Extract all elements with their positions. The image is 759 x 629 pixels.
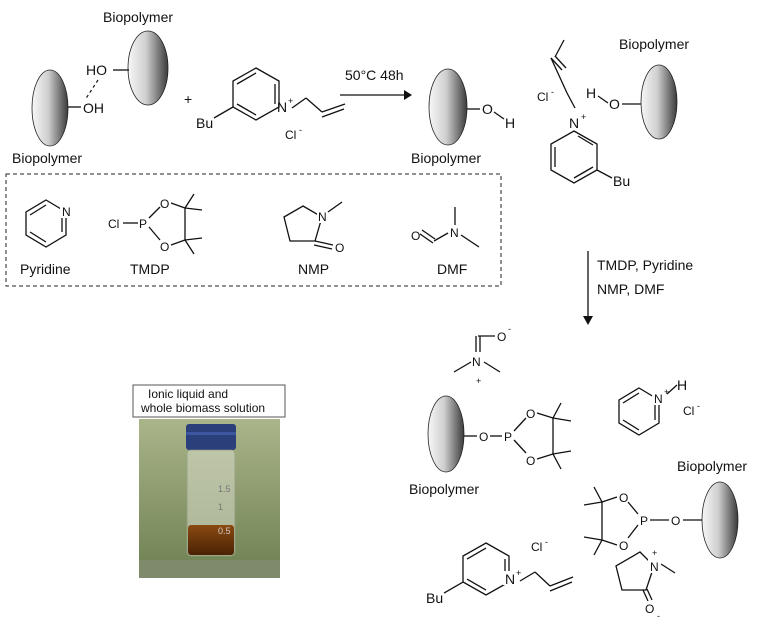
biopolymer-label: Biopolymer bbox=[411, 150, 481, 166]
reagent-box bbox=[5, 173, 502, 287]
ho-label: HO bbox=[86, 62, 107, 78]
o-label: O bbox=[411, 229, 420, 243]
n-label: N bbox=[450, 226, 459, 240]
pyridinium-chloride: N + H Cl - bbox=[618, 377, 700, 436]
h-label: H bbox=[586, 85, 596, 101]
o-minus-label: O bbox=[645, 602, 654, 616]
vial-graduation: 1 bbox=[218, 502, 223, 512]
biopolymer-ellipse bbox=[427, 395, 465, 473]
cl-label: Cl bbox=[108, 217, 119, 231]
phosphitylated-biopolymer: O P O O Biopolymer bbox=[409, 395, 572, 497]
biomass-solution-photo: Ionic liquid and whole biomass solution … bbox=[132, 384, 286, 578]
biopolymer-label: Biopolymer bbox=[619, 36, 689, 52]
o-label: O bbox=[526, 454, 535, 468]
o-label: O bbox=[619, 539, 628, 553]
n-label: N bbox=[472, 355, 481, 369]
o-label: O bbox=[609, 96, 620, 112]
charge-label: + bbox=[652, 548, 657, 558]
vial-liquid bbox=[188, 525, 234, 555]
reagent-name-dmf: DMF bbox=[437, 261, 467, 277]
condition-2-line1: TMDP, Pyridine bbox=[597, 257, 693, 273]
n-label: N bbox=[62, 205, 71, 219]
biopolymer-ellipse bbox=[701, 481, 739, 559]
biopolymer-ellipse bbox=[640, 64, 678, 140]
condition-1: 50°C 48h bbox=[345, 67, 404, 83]
charge-label: - bbox=[657, 611, 660, 621]
reagent-name-nmp: NMP bbox=[298, 261, 329, 277]
bu-label: Bu bbox=[613, 173, 630, 189]
o-label: O bbox=[497, 330, 506, 344]
p-label: P bbox=[139, 217, 147, 231]
nmp-structure: N O NMP bbox=[283, 201, 344, 277]
biopolymer-ellipse bbox=[428, 68, 468, 146]
o-label: O bbox=[335, 241, 344, 255]
biopolymer-oh: O H Biopolymer bbox=[411, 68, 515, 166]
charge-label: - bbox=[545, 537, 548, 547]
o-label: O bbox=[671, 514, 680, 528]
reagent-name-tmdp: TMDP bbox=[130, 261, 170, 277]
biopolymer-label: Biopolymer bbox=[103, 9, 173, 25]
biopolymer-oh: Biopolymer H O bbox=[586, 36, 689, 140]
vial-cap bbox=[186, 424, 236, 450]
photo-caption-line1: Ionic liquid and bbox=[148, 387, 228, 401]
p-label: P bbox=[640, 514, 648, 528]
charge-label: + bbox=[288, 96, 293, 106]
o-label: O bbox=[482, 101, 493, 117]
n-plus-label: N bbox=[277, 99, 287, 115]
h-label: H bbox=[677, 377, 687, 393]
plus-sign: + bbox=[184, 91, 192, 107]
h-label: H bbox=[505, 115, 515, 131]
dmf-structure: O N DMF bbox=[411, 207, 480, 277]
biopolymer-ellipse bbox=[127, 30, 169, 106]
chloride-label: Cl bbox=[683, 404, 694, 418]
chloride-label: Cl bbox=[285, 128, 296, 142]
iminium-intermediate: O - N + bbox=[453, 324, 511, 386]
phosphitylated-biopolymer: Biopolymer O P O O bbox=[583, 458, 747, 559]
charge-label: + bbox=[581, 112, 586, 122]
charge-label: + bbox=[516, 568, 521, 578]
reagent-name-pyridine: Pyridine bbox=[20, 261, 71, 277]
chloride-label: Cl bbox=[537, 90, 548, 104]
bu-label: Bu bbox=[426, 590, 443, 606]
biopolymer-label: Biopolymer bbox=[409, 481, 479, 497]
biopolymer-ellipse bbox=[31, 69, 69, 147]
o-label: O bbox=[479, 430, 488, 444]
oh-label: OH bbox=[83, 100, 104, 116]
o-label: O bbox=[160, 240, 169, 254]
ionic-liquid-molecule: N + Bu Cl - bbox=[196, 67, 346, 142]
charge-label: - bbox=[697, 401, 700, 411]
n-plus-label: N bbox=[650, 560, 659, 574]
ionic-liquid-molecule: Cl - N + Bu bbox=[537, 39, 630, 189]
condition-2-line2: NMP, DMF bbox=[597, 281, 664, 297]
pyridine-structure: N Pyridine bbox=[20, 199, 74, 277]
n-plus-label: N bbox=[569, 115, 579, 131]
biopolymer-pair: Biopolymer HO OH Biopolymer bbox=[12, 9, 173, 166]
n-plus-label: N bbox=[505, 571, 515, 587]
biopolymer-label: Biopolymer bbox=[677, 458, 747, 474]
charge-label: - bbox=[299, 125, 302, 135]
photo-caption-box bbox=[132, 384, 286, 418]
chloride-label: Cl bbox=[531, 540, 542, 554]
charge-label: + bbox=[664, 387, 669, 397]
ionic-liquid-molecule: N + Bu Cl - bbox=[426, 537, 574, 606]
charge-label: - bbox=[551, 87, 554, 97]
o-label: O bbox=[526, 407, 535, 421]
charge-label: - bbox=[508, 324, 511, 334]
nmp-cation: N + O - bbox=[615, 548, 676, 621]
charge-label: + bbox=[476, 376, 481, 386]
vial-graduation: 0.5 bbox=[218, 526, 231, 536]
n-label: N bbox=[318, 210, 327, 224]
n-plus-label: N bbox=[654, 392, 663, 406]
o-label: O bbox=[160, 197, 169, 211]
bu-label: Bu bbox=[196, 115, 213, 131]
tmdp-structure: Cl P O O TMDP bbox=[108, 193, 203, 277]
vial-graduation: 1.5 bbox=[218, 484, 231, 494]
photo-caption-line2: whole biomass solution bbox=[140, 401, 265, 415]
o-label: O bbox=[619, 491, 628, 505]
p-label: P bbox=[504, 430, 512, 444]
biopolymer-label: Biopolymer bbox=[12, 150, 82, 166]
